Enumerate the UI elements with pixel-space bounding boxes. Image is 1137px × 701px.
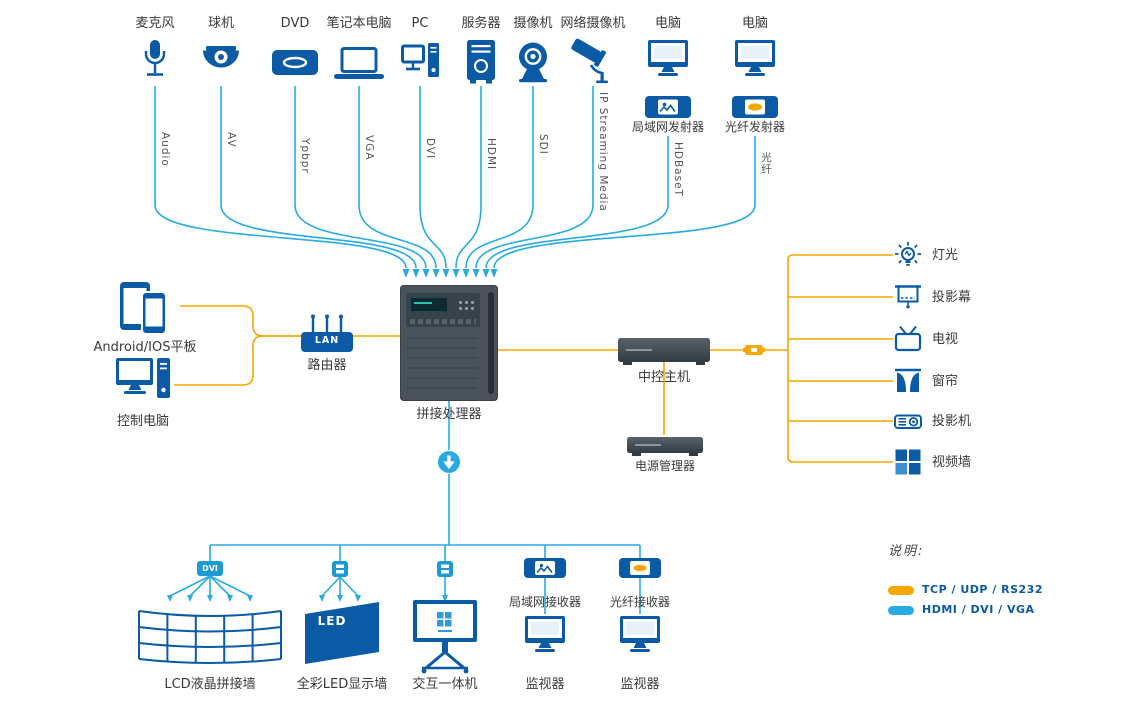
dome-camera-icon xyxy=(203,46,239,68)
tablet-label: Android/IOS平板 xyxy=(93,340,197,355)
pc-icon xyxy=(401,43,439,77)
processor-label: 拼接处理器 xyxy=(416,407,482,422)
monitor-label-2: 监视器 xyxy=(620,677,660,692)
desktop-pc-icon xyxy=(116,358,170,398)
device-label-ip-camera: 网络摄像机 xyxy=(560,16,626,31)
light-icon xyxy=(895,242,921,266)
splitter-icon xyxy=(437,561,453,577)
processor-buttons xyxy=(471,301,474,304)
fiber-transmitter-icon xyxy=(732,96,778,118)
legend-swatch-orange xyxy=(888,586,914,595)
device-label-dvd: DVD xyxy=(280,16,310,31)
adapter-label-fiber-transmitter: 光纤发射器 xyxy=(724,120,785,134)
lcd-wall-icon xyxy=(138,610,282,664)
microphone-icon xyxy=(144,40,166,76)
dvi-splitter-badge: DVI xyxy=(197,561,223,576)
touch-machine-label: 交互一体机 xyxy=(412,677,478,692)
signal-label-sdi: SDI xyxy=(537,134,549,155)
control-lines-orange xyxy=(174,254,893,463)
control-host-label: 中控主机 xyxy=(637,370,690,385)
webcam-icon xyxy=(519,42,547,83)
device-label-laptop: 笔记本电脑 xyxy=(326,16,392,31)
device-label-computer-1: 电脑 xyxy=(654,16,681,31)
adapter-label-lan-transmitter: 局域网发射器 xyxy=(631,120,704,134)
output-label-projector: 投影机 xyxy=(932,414,972,429)
lan-transmitter-icon xyxy=(645,96,691,118)
projection-screen-icon xyxy=(895,285,921,309)
signal-label-audio: Audio xyxy=(159,132,171,167)
lcd-wall-label: LCD液晶拼接墙 xyxy=(164,677,256,692)
signal-label-hdmi: HDMI xyxy=(485,138,497,171)
legend-swatch-blue xyxy=(888,606,914,615)
router-label: 路由器 xyxy=(307,358,347,373)
device-label-pc: PC xyxy=(411,16,429,31)
router-lan-badge: LAN xyxy=(314,335,340,346)
signal-lines-blue xyxy=(154,86,756,614)
server-icon xyxy=(467,40,495,84)
device-label-computer-2: 电脑 xyxy=(741,16,768,31)
tv-icon xyxy=(894,325,922,352)
video-wall-processor-chassis xyxy=(400,285,498,401)
laptop-icon xyxy=(334,47,384,79)
power-manager-label: 电源管理器 xyxy=(634,459,695,473)
output-label-screen: 投影幕 xyxy=(932,290,972,305)
device-label-dome-camera: 球机 xyxy=(207,16,234,31)
signal-label-dvi: DVI xyxy=(424,138,436,160)
legend-title: 说明: xyxy=(888,544,925,559)
splitter-icon xyxy=(332,561,348,577)
device-label-microphone: 麦克风 xyxy=(135,16,175,31)
curtain-icon xyxy=(895,368,921,392)
power-manager-chassis xyxy=(627,437,703,456)
processor-handle xyxy=(488,292,494,394)
led-wall-label: 全彩LED显示墙 xyxy=(296,677,388,692)
video-wall-icon xyxy=(895,449,921,475)
cctv-camera-icon xyxy=(571,38,608,84)
dvd-player-icon xyxy=(272,50,318,75)
control-host-chassis xyxy=(618,338,710,365)
processor-vents xyxy=(406,337,478,393)
projector-icon xyxy=(894,414,922,429)
signal-arrowheads xyxy=(167,269,498,602)
signal-label-fiber: 光纤 xyxy=(760,152,772,175)
signal-label-vga: VGA xyxy=(363,135,375,161)
tablet-phone-icon xyxy=(120,282,167,335)
fiber-coupler-icon xyxy=(743,345,765,355)
legend-label-hdmi: HDMI / DVI / VGA xyxy=(922,603,1035,616)
signal-label-ip-streaming: IP Streaming Media xyxy=(597,92,609,212)
output-label-light: 灯光 xyxy=(932,248,959,263)
lan-receiver-label: 局域网接收器 xyxy=(508,595,581,609)
fiber-receiver-label: 光纤接收器 xyxy=(609,595,670,609)
processor-front-panel xyxy=(406,293,480,327)
lan-receiver-icon xyxy=(524,558,566,578)
down-arrow-icon xyxy=(438,451,460,473)
touch-machine-icon xyxy=(413,600,477,674)
processor-display xyxy=(410,297,448,312)
led-wall-text: LED xyxy=(317,614,347,628)
monitor-icon xyxy=(735,40,775,76)
output-label-videowall: 视频墙 xyxy=(932,455,972,470)
output-label-curtain: 窗帘 xyxy=(932,374,959,389)
monitor-icon xyxy=(620,616,660,652)
monitor-icon xyxy=(525,616,565,652)
router-icon xyxy=(301,314,353,352)
fiber-receiver-icon xyxy=(619,558,661,578)
processor-keys xyxy=(410,319,476,324)
control-pc-label: 控制电脑 xyxy=(116,414,169,429)
output-label-tv: 电视 xyxy=(932,332,959,347)
device-label-server: 服务器 xyxy=(461,16,501,31)
signal-label-ypbpr: Ypbpr xyxy=(299,138,311,174)
legend-label-tcp: TCP / UDP / RS232 xyxy=(922,583,1043,596)
monitor-label-1: 监视器 xyxy=(525,677,565,692)
led-wall-icon xyxy=(305,602,379,664)
device-label-camera: 摄像机 xyxy=(513,16,553,31)
monitor-icon xyxy=(648,40,688,76)
signal-label-hdbaset: HDBaseT xyxy=(672,142,684,197)
signal-label-av: AV xyxy=(225,132,237,148)
